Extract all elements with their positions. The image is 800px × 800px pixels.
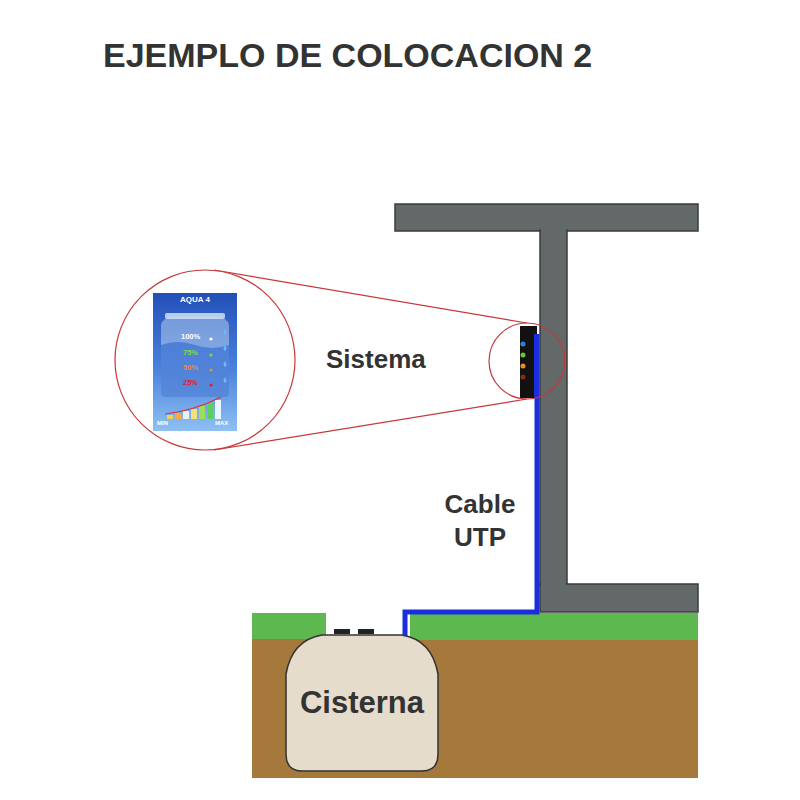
led-dot xyxy=(521,342,526,347)
device-name: AQUA 4 xyxy=(153,296,237,305)
soil xyxy=(252,636,698,778)
level-bar xyxy=(199,406,205,419)
wall-joint xyxy=(541,229,566,587)
cistern-tank: Cisterna xyxy=(282,628,442,774)
level-dot xyxy=(209,337,212,340)
led-dot xyxy=(521,353,526,358)
tank-label: Cisterna xyxy=(300,686,424,720)
utp-cable xyxy=(405,334,537,660)
grass xyxy=(252,613,326,639)
roof-slab xyxy=(395,204,698,231)
level-dot xyxy=(209,368,212,371)
title: EJEMPLO DE COLOCACION 2 xyxy=(103,36,592,75)
trend-arrow xyxy=(165,397,221,414)
tank-outline xyxy=(286,635,438,771)
water xyxy=(161,342,229,397)
led-dot xyxy=(521,364,526,369)
utp-cable xyxy=(534,334,539,398)
scale-label: MIN xyxy=(157,420,168,427)
level-bar xyxy=(207,403,213,419)
magnifier-circle xyxy=(115,270,295,450)
tank-hatch xyxy=(358,629,374,634)
node-shape xyxy=(153,293,237,431)
callout-circle xyxy=(489,323,565,399)
level-bar xyxy=(191,409,197,419)
cable-label: Cable UTP xyxy=(430,488,530,553)
led-dot xyxy=(521,375,526,380)
tank-hatch xyxy=(334,629,350,634)
level-bar xyxy=(175,413,181,419)
level-label: 100% xyxy=(181,333,200,341)
level-dot xyxy=(209,383,212,386)
water-drops xyxy=(224,329,227,383)
tank-outline xyxy=(161,317,229,397)
level-label: 75% xyxy=(183,349,198,357)
level-dot xyxy=(209,353,212,356)
device-panel: AQUA 4 100% 75% 50% 25% MIN MAX xyxy=(153,293,237,431)
level-bar xyxy=(167,415,173,419)
scale-label: MAX xyxy=(215,420,228,427)
level-label: 25% xyxy=(183,379,198,387)
level-bar xyxy=(215,400,221,419)
floor-slab xyxy=(540,584,698,612)
grass xyxy=(410,613,698,640)
component-label: Sistema xyxy=(326,343,426,376)
level-label: 50% xyxy=(183,364,198,372)
level-bar xyxy=(183,411,189,419)
wall xyxy=(540,230,567,586)
